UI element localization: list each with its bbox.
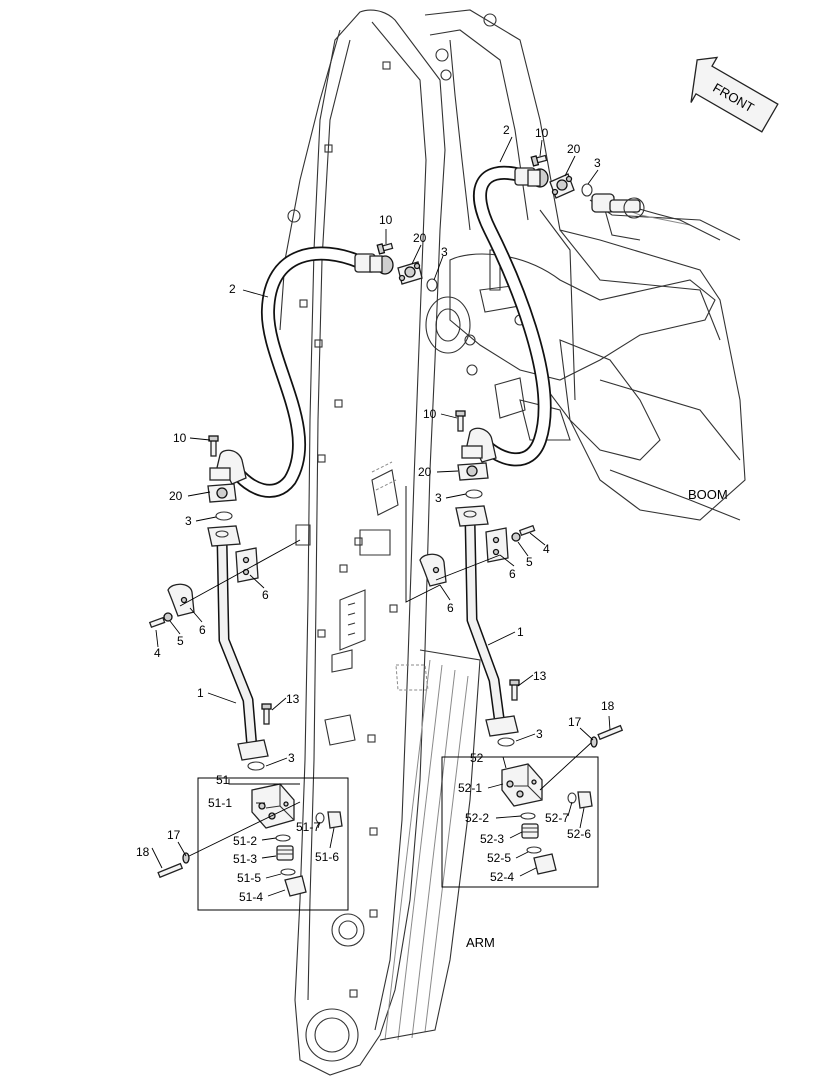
- arm-label: ARM: [466, 935, 495, 950]
- callout-20-right-low: 20: [418, 465, 432, 479]
- callout-1-right: 1: [517, 625, 524, 639]
- callout-52-6: 52-6: [567, 827, 591, 841]
- callout-52-3: 52-3: [480, 832, 504, 846]
- callout-13-left: 13: [286, 692, 300, 706]
- callout-5-right: 5: [526, 555, 533, 569]
- callout-51-3: 51-3: [233, 852, 257, 866]
- boom-structure: [424, 9, 746, 521]
- callout-3-right-mid: 3: [435, 491, 442, 505]
- clamp-left-low: [207, 483, 237, 521]
- bolt-4-left: [148, 612, 173, 629]
- bolt-10-left-top: [376, 242, 394, 255]
- callout-51-5: 51-5: [237, 871, 261, 885]
- callout-2-right: 2: [503, 123, 510, 137]
- front-arrow: FRONT: [690, 56, 779, 133]
- oring-left-low: [247, 761, 265, 771]
- leader-lines: [151, 136, 611, 897]
- callout-10-right-low: 10: [423, 407, 437, 421]
- pipe-left: [207, 525, 269, 761]
- callout-20-right-top: 20: [567, 142, 581, 156]
- hose-left: [228, 246, 367, 498]
- callout-3-left-top: 3: [441, 245, 448, 259]
- bolt-10-right-low: [455, 410, 466, 432]
- callout-3-right-low: 3: [536, 727, 543, 741]
- pipe-right: [455, 505, 519, 737]
- oring-right-low: [497, 737, 515, 747]
- callout-20-left-low: 20: [169, 489, 183, 503]
- callout-51-4: 51-4: [239, 890, 263, 904]
- callout-4-left: 4: [154, 646, 161, 660]
- hose-right: [473, 165, 552, 467]
- callout-6-left-a: 6: [262, 588, 269, 602]
- elbow-left: [209, 449, 247, 485]
- callout-52-5: 52-5: [487, 851, 511, 865]
- callout-3-left-mid: 3: [185, 514, 192, 528]
- callout-2-left: 2: [229, 282, 236, 296]
- callout-5-left: 5: [177, 634, 184, 648]
- callout-13-right: 13: [533, 669, 547, 683]
- callout-52-2: 52-2: [465, 811, 489, 825]
- bolt-10-right-top: [530, 154, 548, 167]
- callout-3-left-low: 3: [288, 751, 295, 765]
- callout-18-right: 18: [601, 699, 615, 713]
- pipe-clamp-right: [419, 527, 509, 587]
- bolt-13-right: [509, 679, 520, 701]
- callout-3-right-top: 3: [594, 156, 601, 170]
- elbow-right: [461, 427, 497, 463]
- bolt-4-right: [511, 524, 536, 542]
- bolt-10-left-low: [208, 435, 219, 457]
- clamp-right-low: [457, 462, 489, 499]
- callout-6-left-b: 6: [199, 623, 206, 637]
- bolt-13-left: [261, 703, 272, 725]
- callout-10-left-top: 10: [379, 213, 393, 227]
- clamp-right-top: [549, 173, 593, 199]
- callout-10-left-low: 10: [173, 431, 187, 445]
- callout-52-7: 52-7: [545, 811, 569, 825]
- text-labels: BOOM ARM 2 10 20 3 2 10 20 3 10 20 3 10 …: [136, 123, 728, 950]
- callout-18-left: 18: [136, 845, 150, 859]
- callout-17-left: 17: [167, 828, 181, 842]
- callout-52-1: 52-1: [458, 781, 482, 795]
- callout-52-4: 52-4: [490, 870, 514, 884]
- callout-6-right-b: 6: [447, 601, 454, 615]
- boom-label: BOOM: [688, 487, 728, 502]
- callout-52: 52: [470, 751, 484, 765]
- callout-4-right: 4: [543, 542, 550, 556]
- callout-51-6: 51-6: [315, 850, 339, 864]
- callout-1-left: 1: [197, 686, 204, 700]
- callout-20-left-top: 20: [413, 231, 427, 245]
- group-52: [441, 724, 624, 888]
- clamp-left-top: [397, 261, 438, 292]
- arm-structure: [279, 9, 481, 1076]
- fitting-left-top: [354, 253, 394, 275]
- callout-10-right-top: 10: [535, 126, 549, 140]
- callout-51-2: 51-2: [233, 834, 257, 848]
- group-51-box: [197, 777, 349, 911]
- callout-51: 51: [216, 773, 230, 787]
- callout-51-1: 51-1: [208, 796, 232, 810]
- pipe-clamp-left: [167, 547, 259, 617]
- callout-6-right-a: 6: [509, 567, 516, 581]
- callout-51-7: 51-7: [296, 820, 320, 834]
- fitting-right-top: [514, 167, 549, 188]
- callout-17-right: 17: [568, 715, 582, 729]
- group-52-box: [441, 756, 599, 888]
